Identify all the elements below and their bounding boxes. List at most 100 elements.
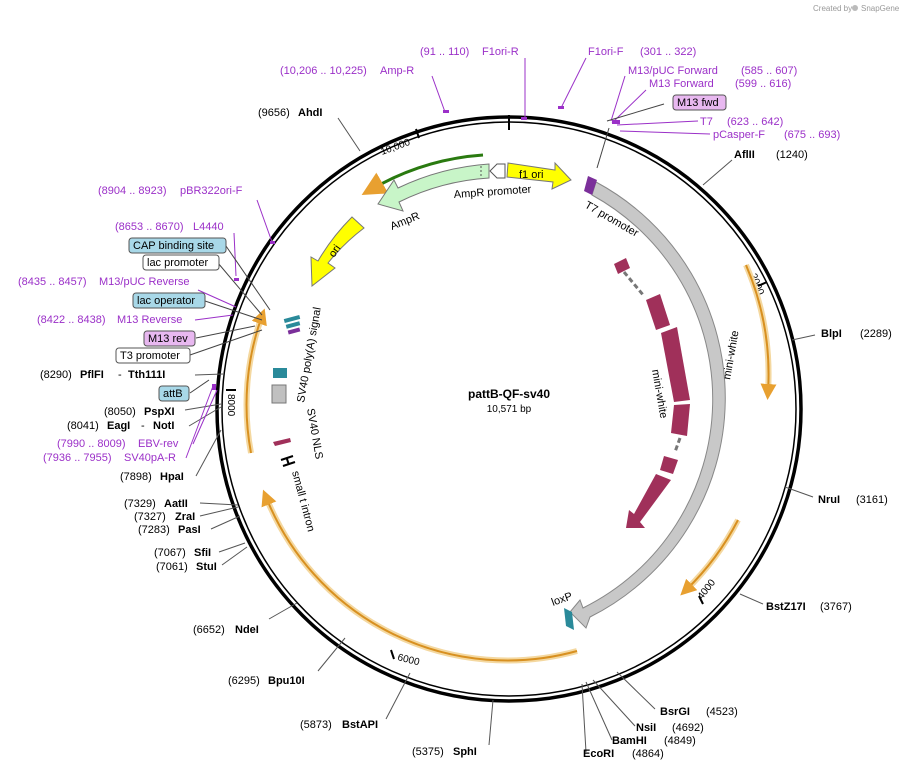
m13-fwd-box-label: M13 fwd bbox=[677, 97, 719, 109]
f1-ori-feature bbox=[506, 161, 572, 190]
plasmid-name: pattB-QF-sv40 bbox=[468, 387, 550, 401]
credit-brand: SnapGene bbox=[861, 4, 900, 13]
m13-fwd-box bbox=[672, 94, 727, 111]
amp-r-range: (10,206 .. 10,225) bbox=[280, 65, 367, 77]
attb-box bbox=[158, 385, 190, 402]
bsrgi-name: BsrGI bbox=[660, 706, 690, 718]
svg-text:-: - bbox=[141, 420, 145, 432]
attb-mark bbox=[273, 368, 287, 378]
pasi-pos: (7283) bbox=[138, 524, 170, 536]
sv40pa-r-range: (7936 .. 7955) bbox=[43, 452, 112, 464]
m13-rev-box bbox=[143, 330, 196, 347]
loxp-label: loxP bbox=[550, 590, 574, 609]
f1ori-r-name: F1ori-R bbox=[482, 46, 519, 58]
bstz17i-pos: (3767) bbox=[820, 601, 852, 613]
pspxi-name: PspXI bbox=[144, 406, 175, 418]
sv40-polya-mark bbox=[271, 384, 287, 404]
bpu10i-name: Bpu10I bbox=[268, 675, 305, 687]
aflii-name: AflII bbox=[734, 149, 755, 161]
f1-ori-label: f1 ori bbox=[519, 169, 543, 181]
bpu10i-pos: (6295) bbox=[228, 675, 260, 687]
m13-rev-box-label: M13 rev bbox=[148, 333, 188, 345]
zrai-name: ZraI bbox=[175, 511, 195, 523]
m13puc-fwd-range: (585 .. 607) bbox=[741, 65, 797, 77]
orf-arcs bbox=[243, 153, 777, 664]
ampr-promoter-label: AmpR promoter bbox=[453, 184, 532, 201]
sfii-pos: (7067) bbox=[154, 547, 186, 559]
f1ori-f-name: F1ori-F bbox=[588, 46, 624, 58]
pcasper-f-name: pCasper-F bbox=[713, 129, 765, 141]
t3-promoter-label: T3 promoter bbox=[120, 350, 180, 362]
coordinate-ticks bbox=[226, 128, 768, 660]
miniwhite-inner-label: mini-white bbox=[649, 368, 669, 419]
tick-6000: 6000 bbox=[396, 652, 421, 668]
nrui-pos: (3161) bbox=[856, 494, 888, 506]
hpai-pos: (7898) bbox=[120, 471, 152, 483]
plasmid-length: 10,571 bp bbox=[487, 404, 532, 415]
ebv-rev-range: (7990 .. 8009) bbox=[57, 438, 126, 450]
tick-4000: 4000 bbox=[696, 577, 719, 602]
pflfi-pos: (8290) bbox=[40, 369, 72, 381]
primer-ticks bbox=[212, 106, 620, 390]
lac-promoter-label: lac promoter bbox=[147, 257, 208, 269]
tick-8000: 8000 bbox=[225, 394, 236, 417]
ahdi-name: AhdI bbox=[298, 107, 322, 119]
hpai-name: HpaI bbox=[160, 471, 184, 483]
m13-fwd-range: (599 .. 616) bbox=[735, 78, 791, 90]
lac-promoter-box bbox=[142, 254, 220, 271]
t3-promoter-box bbox=[115, 347, 191, 364]
ampr-feature bbox=[377, 163, 490, 212]
zrai-pos: (7327) bbox=[134, 511, 166, 523]
small-t-intron-label: small t intron bbox=[289, 470, 317, 533]
bamhi-pos: (4849) bbox=[664, 735, 696, 747]
ecori-name: EcoRI bbox=[583, 748, 614, 760]
t7-primer-range: (623 .. 642) bbox=[727, 116, 783, 128]
pspxi-pos: (8050) bbox=[104, 406, 136, 418]
attb-label: attB bbox=[163, 388, 183, 400]
l4440-name: L4440 bbox=[193, 221, 224, 233]
f1ori-r-range: (91 .. 110) bbox=[420, 46, 469, 58]
snapgene-logo-icon bbox=[852, 5, 858, 11]
pbr322ori-f-name: pBR322ori-F bbox=[180, 185, 243, 197]
nrui-name: NruI bbox=[818, 494, 840, 506]
blpi-name: BlpI bbox=[821, 328, 842, 340]
eagi-name: EagI bbox=[107, 420, 130, 432]
bstapi-name: BstAPI bbox=[342, 719, 378, 731]
m13-rev-name: M13 Reverse bbox=[117, 314, 182, 326]
sphi-pos: (5375) bbox=[412, 746, 444, 758]
sfii-name: SfiI bbox=[194, 547, 211, 559]
sv40-polya-label: SV40 poly(A) signal bbox=[295, 306, 324, 403]
miniwhite-outer-label: mini-white bbox=[721, 330, 741, 381]
sv40-nls-mark bbox=[273, 438, 291, 446]
primer-leaders bbox=[185, 57, 711, 459]
m13puc-fwd-name: M13/pUC Forward bbox=[628, 65, 718, 77]
noti-name: NotI bbox=[153, 420, 174, 432]
m13-fwd-name: M13 Forward bbox=[649, 78, 714, 90]
t7-promoter-mark bbox=[584, 176, 597, 195]
ecori-pos: (4864) bbox=[632, 748, 664, 760]
bamhi-name: BamHI bbox=[612, 735, 647, 747]
blpi-pos: (2289) bbox=[860, 328, 892, 340]
cap-binding-box bbox=[128, 237, 227, 254]
loxp-mark bbox=[564, 608, 574, 630]
aatii-pos: (7329) bbox=[124, 498, 156, 510]
bstz17i-name: BstZ17I bbox=[766, 601, 806, 613]
t7-primer-name: T7 bbox=[700, 116, 713, 128]
ori-label: ori bbox=[327, 243, 344, 260]
sv40pa-r-name: SV40pA-R bbox=[124, 452, 176, 464]
lac-operator-box bbox=[132, 292, 206, 309]
box-leaders bbox=[189, 103, 665, 394]
ahdi-pos: (9656) bbox=[258, 107, 290, 119]
pflfi-name: PflFI bbox=[80, 369, 104, 381]
pasi-name: PasI bbox=[178, 524, 201, 536]
small-t-intron-mark bbox=[280, 455, 296, 467]
aflii-pos: (1240) bbox=[776, 149, 808, 161]
stui-name: StuI bbox=[196, 561, 217, 573]
aatii-name: AatII bbox=[164, 498, 188, 510]
pbr322ori-f-range: (8904 .. 8923) bbox=[98, 185, 167, 197]
m13puc-rev-range: (8435 .. 8457) bbox=[18, 276, 87, 288]
sv40-nls-label: SV40 NLS bbox=[304, 407, 325, 460]
cap-binding-label: CAP binding site bbox=[133, 240, 214, 252]
